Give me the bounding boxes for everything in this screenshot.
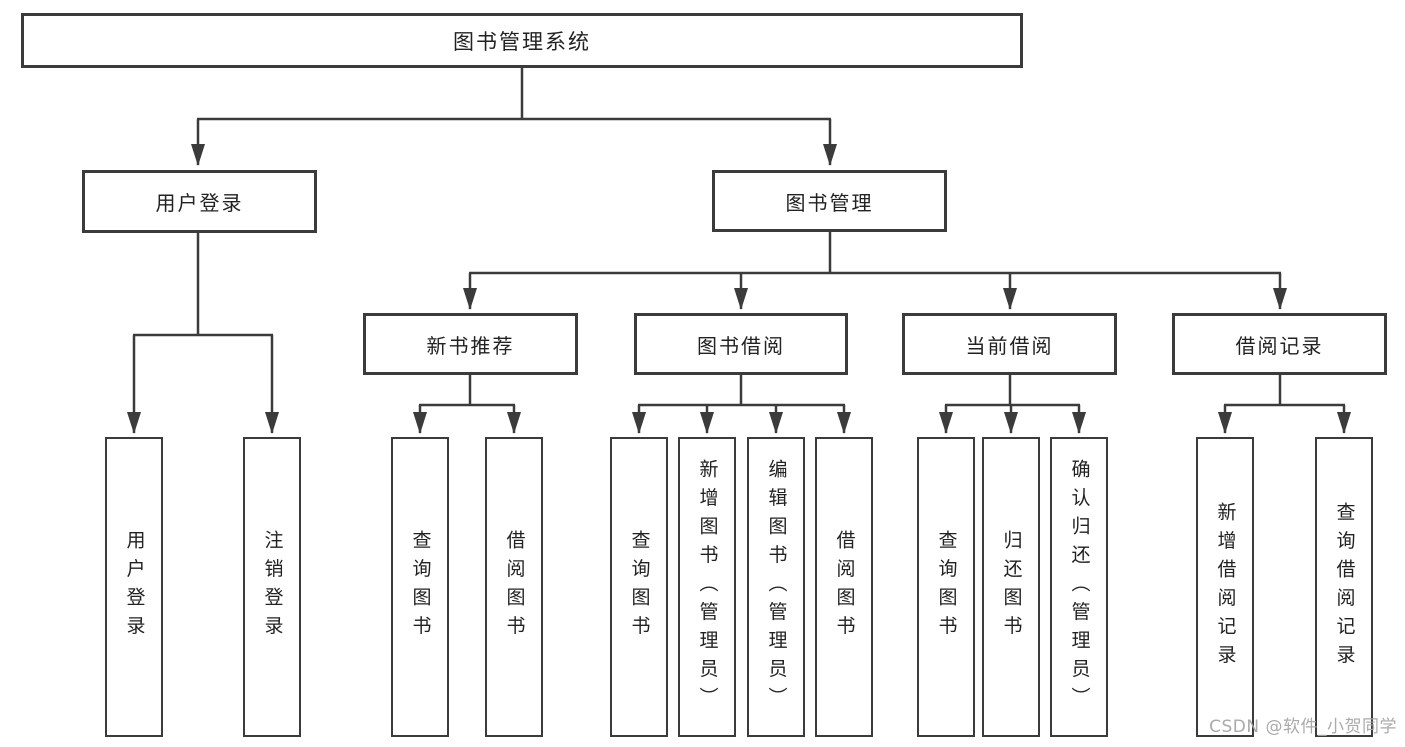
leaf-borrow-books-recommend-label: 借阅图书 bbox=[503, 530, 526, 644]
leaf-query-books-borrow: 查询图书 bbox=[610, 437, 668, 737]
leaf-query-books-current-label: 查询图书 bbox=[935, 530, 958, 644]
node-current-borrow: 当前借阅 bbox=[902, 313, 1117, 375]
node-root: 图书管理系统 bbox=[21, 13, 1023, 68]
leaf-logout: 注销登录 bbox=[243, 437, 301, 737]
leaf-return-book-label: 归还图书 bbox=[1000, 530, 1023, 644]
leaf-query-borrow-record-label: 查询借阅记录 bbox=[1333, 501, 1356, 673]
leaf-logout-label: 注销登录 bbox=[261, 530, 284, 644]
leaf-query-books-recommend-label: 查询图书 bbox=[409, 530, 432, 644]
leaf-borrow-books-label: 借阅图书 bbox=[833, 530, 856, 644]
leaf-query-books-current: 查询图书 bbox=[917, 437, 975, 737]
node-user-login: 用户登录 bbox=[82, 170, 317, 233]
node-book-management: 图书管理 bbox=[712, 170, 947, 232]
leaf-edit-book-admin: 编辑图书（管理员） bbox=[747, 437, 805, 737]
leaf-borrow-books-recommend: 借阅图书 bbox=[485, 437, 543, 737]
node-user-login-label: 用户登录 bbox=[155, 191, 244, 215]
leaf-confirm-return-admin: 确认归还（管理员） bbox=[1050, 437, 1108, 737]
leaf-add-borrow-record-label: 新增借阅记录 bbox=[1214, 501, 1237, 673]
leaf-user-login-label: 用户登录 bbox=[123, 530, 146, 644]
node-borrow-records-label: 借阅记录 bbox=[1235, 333, 1324, 358]
node-new-book-recommend-label: 新书推荐 bbox=[426, 333, 515, 358]
watermark: CSDN @软件_小贺同学 bbox=[1209, 717, 1397, 737]
leaf-confirm-return-admin-label: 确认归还（管理员） bbox=[1068, 458, 1091, 716]
node-book-management-label: 图书管理 bbox=[785, 190, 874, 215]
node-root-label: 图书管理系统 bbox=[453, 29, 591, 54]
node-book-borrow-label: 图书借阅 bbox=[697, 333, 785, 358]
leaf-add-borrow-record: 新增借阅记录 bbox=[1196, 437, 1254, 737]
leaf-borrow-books: 借阅图书 bbox=[815, 437, 873, 737]
leaf-add-book-admin: 新增图书（管理员） bbox=[678, 437, 736, 737]
leaf-add-book-admin-label: 新增图书（管理员） bbox=[696, 458, 719, 716]
node-current-borrow-label: 当前借阅 bbox=[965, 333, 1054, 358]
node-new-book-recommend: 新书推荐 bbox=[363, 313, 578, 375]
leaf-return-book: 归还图书 bbox=[982, 437, 1040, 737]
node-book-borrow: 图书借阅 bbox=[634, 313, 848, 375]
leaf-user-login: 用户登录 bbox=[105, 437, 163, 737]
leaf-query-books-recommend: 查询图书 bbox=[391, 437, 449, 737]
leaf-edit-book-admin-label: 编辑图书（管理员） bbox=[765, 458, 788, 716]
leaf-query-books-borrow-label: 查询图书 bbox=[628, 530, 651, 644]
node-borrow-records: 借阅记录 bbox=[1172, 313, 1387, 375]
leaf-query-borrow-record: 查询借阅记录 bbox=[1315, 437, 1373, 737]
